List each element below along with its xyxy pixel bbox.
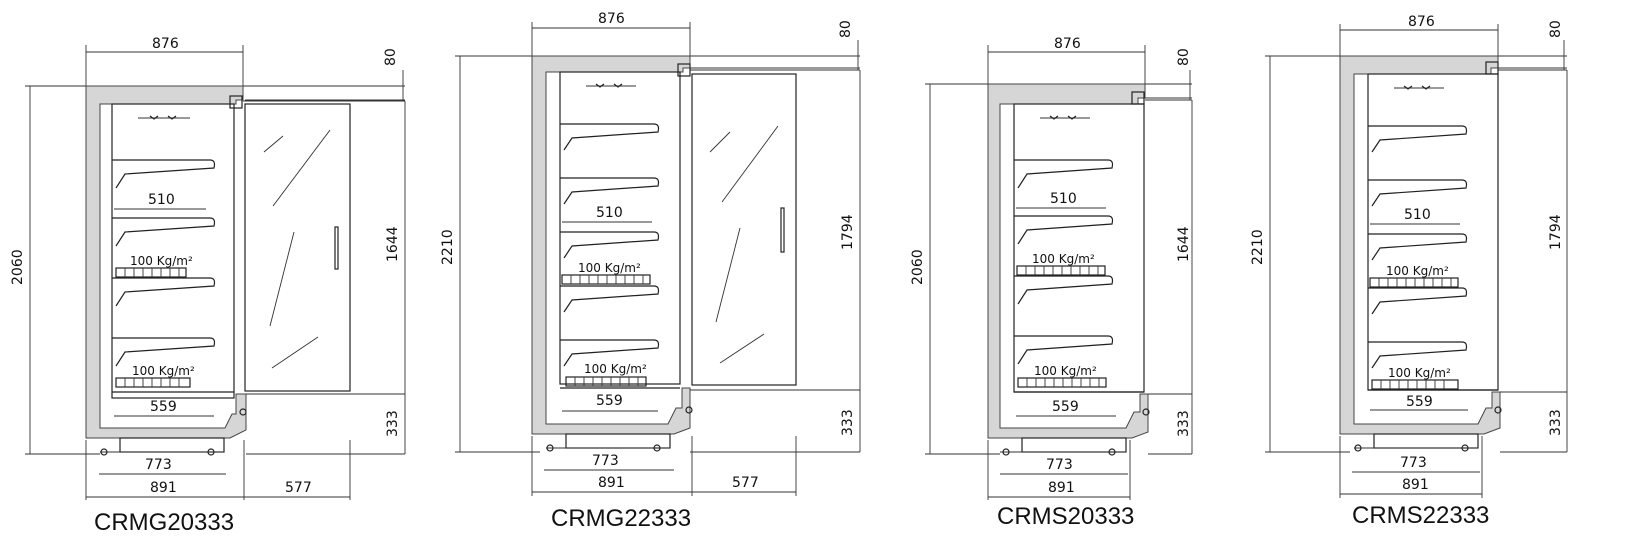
door-swing-dim: 577 (285, 480, 312, 496)
foot-width-dim: 773 (145, 457, 172, 473)
width-dim: 876 (152, 36, 179, 52)
crmg22333-svg: 876 80 2210 510 100 Kg/m² 100 Kg/m² 559 … (440, 11, 861, 496)
width-dim: 876 (1054, 36, 1081, 52)
cabinet-wall (1339, 55, 1501, 435)
top-gap-dim: 80 (1176, 48, 1192, 66)
height-dim: 2060 (910, 249, 926, 285)
drawing-crmg22333: 876 80 2210 510 100 Kg/m² 100 Kg/m² 559 … (440, 0, 870, 556)
shelf-depth-dim: 510 (1404, 207, 1431, 223)
load-upper: 100 Kg/m² (578, 261, 641, 275)
door-swing-dim: 577 (732, 475, 759, 491)
height-dim: 2210 (440, 229, 456, 265)
top-gap-dim: 80 (1548, 20, 1564, 38)
load-lower: 100 Kg/m² (1034, 364, 1097, 378)
glass-height-dim: 1644 (385, 226, 401, 262)
total-depth-dim: 891 (1048, 480, 1075, 496)
cabinet-wall (531, 55, 691, 435)
height-dim: 2210 (1250, 229, 1266, 265)
base-height-dim: 333 (1548, 409, 1564, 436)
base-depth-dim: 559 (1052, 399, 1079, 415)
base-depth-dim: 559 (596, 393, 623, 409)
height-dim: 2060 (10, 249, 26, 285)
glass-door (244, 103, 351, 392)
cabinet-wall (987, 83, 1149, 439)
model-label: CRMS22333 (1352, 502, 1490, 529)
cabinet-wall (85, 85, 247, 439)
load-upper: 100 Kg/m² (130, 254, 193, 268)
drawing-crms20333: 876 80 2060 510 100 Kg/m² 100 Kg/m² 559 … (900, 0, 1220, 556)
crms22333-svg: 876 80 2210 510 100 Kg/m² 100 Kg/m² 559 … (1250, 14, 1568, 498)
base-height-dim: 333 (385, 410, 401, 437)
drawing-crmg20333: 876 80 2060 510 100 Kg/m² 100 Kg/m² 559 … (0, 0, 406, 556)
load-lower: 100 Kg/m² (584, 362, 647, 376)
model-label: CRMS20333 (997, 503, 1135, 530)
door-handle (780, 207, 785, 253)
top-gap-dim: 80 (838, 20, 854, 38)
glass-height-dim: 1794 (840, 214, 856, 250)
shelf-depth-dim: 510 (596, 205, 623, 221)
base-depth-dim: 559 (150, 399, 177, 415)
total-depth-dim: 891 (150, 480, 177, 496)
model-label: CRMG20333 (94, 509, 235, 536)
total-depth-dim: 891 (598, 475, 625, 491)
total-depth-dim: 891 (1402, 477, 1429, 493)
load-lower: 100 Kg/m² (132, 364, 195, 378)
glass-door (691, 73, 797, 386)
foot-width-dim: 773 (1400, 455, 1427, 471)
load-upper: 100 Kg/m² (1386, 264, 1449, 278)
load-upper: 100 Kg/m² (1032, 252, 1095, 266)
shelf-depth-dim: 510 (1050, 191, 1077, 207)
crmg20333-svg: 876 80 2060 510 100 Kg/m² 100 Kg/m² 559 … (10, 36, 406, 500)
base-height-dim: 333 (1176, 410, 1192, 437)
foot-width-dim: 773 (592, 453, 619, 469)
glass-height-dim: 1644 (1176, 226, 1192, 262)
glass-height-dim: 1794 (1548, 214, 1564, 250)
base-depth-dim: 559 (1406, 394, 1433, 410)
base-height-dim: 333 (840, 409, 856, 436)
top-gap-dim: 80 (383, 48, 399, 66)
width-dim: 876 (598, 11, 625, 27)
drawing-crms22333: 876 80 2210 510 100 Kg/m² 100 Kg/m² 559 … (1250, 0, 1627, 556)
width-dim: 876 (1408, 14, 1435, 30)
load-lower: 100 Kg/m² (1388, 366, 1451, 380)
foot-width-dim: 773 (1046, 457, 1073, 473)
door-handle (334, 226, 339, 270)
model-label: CRMG22333 (551, 505, 692, 532)
crms20333-svg: 876 80 2060 510 100 Kg/m² 100 Kg/m² 559 … (910, 36, 1193, 500)
shelf-depth-dim: 510 (148, 192, 175, 208)
